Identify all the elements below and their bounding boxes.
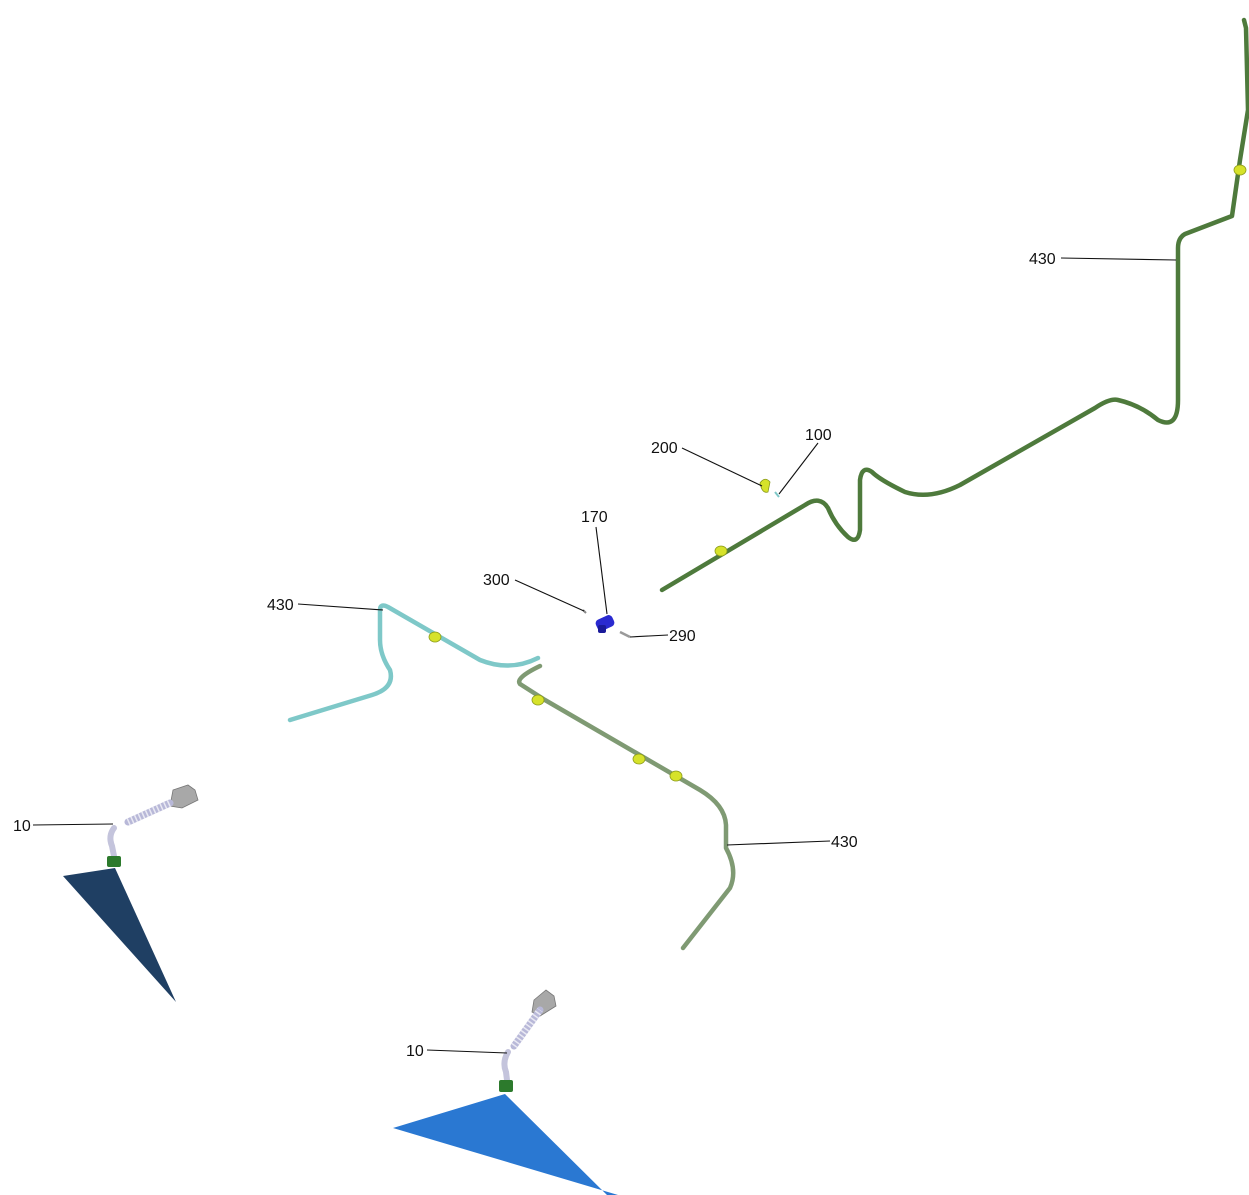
pipe-clip-icon — [531, 694, 545, 706]
spray-cone-icon — [63, 868, 176, 1002]
callout-430-left: 430 — [267, 597, 294, 614]
callout-170: 170 — [581, 509, 608, 526]
pipe-clip-icon — [669, 770, 683, 782]
callout-300: 300 — [483, 572, 510, 589]
pipe-clip-icon — [632, 753, 646, 765]
pipe-clip-icon — [428, 631, 442, 643]
callout-200: 200 — [651, 440, 678, 457]
pipe-430-cyan — [287, 603, 541, 723]
pipe-430-upper — [659, 17, 1249, 593]
pipe-clip-icon — [1233, 164, 1247, 176]
spray-cone-icon — [393, 1094, 618, 1195]
quick-connector-icon — [595, 615, 615, 633]
leader-lines — [32, 257, 1177, 1054]
pipe-clip-icon — [714, 545, 728, 557]
tube-piece-icon — [774, 491, 780, 498]
callout-10-left: 10 — [13, 818, 31, 835]
nozzle-assembly-icon — [107, 784, 199, 867]
pipe-430-sage — [516, 663, 736, 951]
pipe-clip-icon — [759, 478, 771, 493]
bolt-icon — [619, 630, 631, 639]
callout-430-right: 430 — [831, 834, 858, 851]
callout-430-top: 430 — [1029, 251, 1056, 268]
callout-290: 290 — [669, 628, 696, 645]
nozzle-assembly-icon — [499, 989, 557, 1092]
callout-10-bottom: 10 — [406, 1043, 424, 1060]
callout-100: 100 — [805, 427, 832, 444]
